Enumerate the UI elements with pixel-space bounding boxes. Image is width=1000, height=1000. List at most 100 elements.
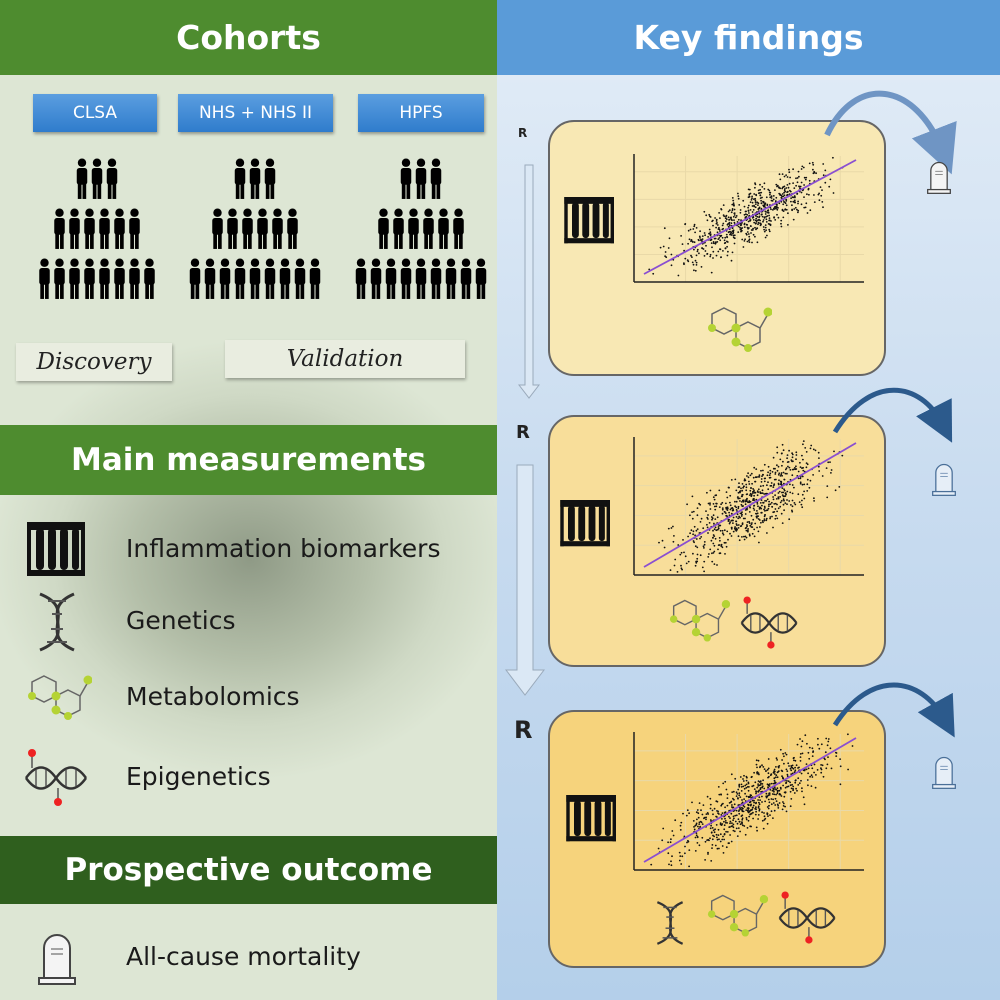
- scatter-point: [716, 838, 719, 841]
- scatter-point: [811, 755, 814, 757]
- scatter-point: [767, 807, 770, 810]
- scatter-point: [732, 826, 735, 829]
- scatter-point: [769, 196, 772, 199]
- scatter-point: [695, 562, 698, 564]
- scatter-point: [731, 209, 734, 212]
- scatter-point: [799, 753, 802, 755]
- person-icon: [264, 158, 276, 199]
- scatter-point: [726, 245, 728, 248]
- scatter-point: [747, 472, 749, 475]
- scatter-point: [741, 505, 744, 508]
- scatter-point: [792, 767, 795, 770]
- scatter-point: [782, 471, 785, 474]
- scatter-point: [761, 819, 764, 822]
- scatter-point: [737, 192, 739, 195]
- scatter-point: [773, 503, 776, 505]
- scatter-point: [760, 782, 762, 785]
- scatter-point: [723, 239, 726, 242]
- scatter-point: [758, 541, 760, 544]
- scatter-point: [768, 804, 770, 807]
- scatter-point: [694, 564, 697, 567]
- scatter-point: [726, 240, 728, 243]
- scatter-point: [788, 168, 790, 171]
- scatter-point: [768, 505, 770, 507]
- scatter-point: [773, 770, 776, 773]
- scatter-point: [763, 519, 766, 522]
- scatter-point: [785, 810, 788, 813]
- scatter-point: [717, 786, 720, 788]
- scatter-point: [668, 237, 671, 240]
- scatter-point: [730, 812, 733, 815]
- scatter-point: [718, 537, 721, 539]
- scatter-point: [693, 525, 696, 528]
- scatter-point: [768, 500, 770, 503]
- scatter-point: [680, 564, 682, 567]
- scatter-point: [784, 472, 787, 475]
- scatter-point: [724, 817, 726, 820]
- scatter-point: [709, 504, 711, 506]
- scatter-point: [743, 205, 746, 208]
- scatter-point: [789, 190, 792, 193]
- scatter-point: [691, 241, 694, 243]
- person-icon: [99, 208, 110, 249]
- scatter-point: [739, 516, 741, 519]
- scatter-point: [825, 737, 828, 740]
- scatter-point: [752, 227, 754, 230]
- scatter-point: [706, 253, 708, 255]
- scatter-point: [759, 197, 762, 199]
- scatter-point: [749, 809, 752, 812]
- person-icon: [106, 158, 118, 199]
- person-icon: [294, 258, 306, 299]
- scatter-point: [760, 213, 763, 216]
- scatter-point: [743, 798, 745, 800]
- scatter-point: [708, 232, 710, 235]
- outcome-all-cause-mortality: All-cause mortality: [0, 928, 497, 988]
- scatter-point: [745, 818, 748, 821]
- scatter-point: [706, 795, 709, 798]
- scatter-point: [735, 814, 738, 817]
- scatter-point: [714, 217, 716, 219]
- scatter-point: [777, 807, 780, 809]
- scatter-point: [747, 233, 750, 235]
- scatter-point: [752, 811, 754, 814]
- scatter-point: [719, 248, 722, 251]
- scatter-point: [751, 195, 753, 198]
- scatter-point: [716, 231, 719, 234]
- scatter-point: [778, 792, 781, 795]
- scatter-point: [764, 500, 766, 502]
- scatter-point: [733, 234, 736, 237]
- scatter-point: [827, 738, 830, 740]
- scatter-point: [760, 478, 763, 480]
- scatter-point: [744, 238, 746, 241]
- scatter-point: [723, 511, 726, 513]
- scatter-point: [766, 532, 768, 534]
- scatter-point: [700, 239, 702, 242]
- scatter-point: [717, 544, 720, 546]
- scatter-point: [732, 819, 734, 822]
- scatter-point: [665, 256, 668, 259]
- person-icon: [242, 208, 253, 249]
- scatter-point: [810, 444, 813, 447]
- scatter-point: [733, 803, 736, 806]
- scatter-point: [725, 508, 728, 510]
- scatter-point: [751, 211, 754, 213]
- scatter-point: [713, 807, 716, 810]
- scatter-point: [796, 789, 798, 792]
- scatter-point: [791, 766, 794, 769]
- scatter-point: [821, 764, 824, 767]
- scatter-point: [762, 521, 764, 524]
- scatter-point: [730, 528, 733, 530]
- scatter-point: [820, 771, 823, 774]
- scatter-point: [685, 562, 688, 565]
- scatter-point: [752, 518, 755, 521]
- scatter-point: [751, 229, 754, 231]
- mortality-arrows: [824, 90, 957, 738]
- scatter-point: [741, 238, 744, 241]
- person-icon: [129, 208, 140, 249]
- scatter-point: [805, 202, 808, 205]
- scatter-point: [670, 527, 673, 529]
- scatter-point: [715, 220, 718, 222]
- scatter-point: [813, 201, 816, 203]
- scatter-point: [695, 261, 698, 264]
- scatter-point: [793, 486, 795, 489]
